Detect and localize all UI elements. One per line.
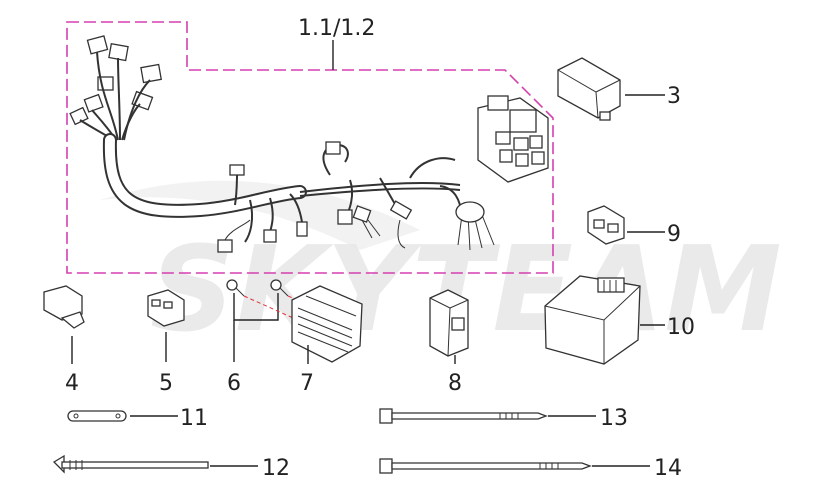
callout-5: 5 <box>159 371 173 396</box>
watermark-swoosh <box>100 180 420 250</box>
part-11-strap <box>67 410 127 422</box>
callout-10: 10 <box>667 315 695 340</box>
callout-9: 9 <box>667 222 681 247</box>
callout-13: 13 <box>600 406 628 431</box>
fuse-box <box>477 95 549 183</box>
part-4-connector <box>43 285 85 329</box>
part-7-regulator <box>291 285 363 363</box>
part-5-connector <box>147 289 185 327</box>
callout-14: 14 <box>654 456 682 481</box>
leader-6-bracket <box>233 293 279 321</box>
callout-4: 4 <box>65 371 79 396</box>
callout-7: 7 <box>300 371 314 396</box>
part-9-connector <box>587 205 625 245</box>
callout-12: 12 <box>262 456 290 481</box>
part-10-ecu <box>544 275 641 365</box>
part-3-relay <box>557 57 621 121</box>
group-label: 1.1/1.2 <box>298 16 375 41</box>
harness-group-outline <box>66 21 554 274</box>
part-8-relay <box>429 289 469 357</box>
callout-11: 11 <box>180 406 208 431</box>
part-14-cable-tie <box>379 458 592 474</box>
part-12-cable-tie <box>52 454 209 474</box>
wire-harness <box>69 35 549 253</box>
callout-8: 8 <box>448 371 462 396</box>
callout-3: 3 <box>667 84 681 109</box>
callout-6: 6 <box>227 371 241 396</box>
part-6-bolts <box>226 279 289 297</box>
part-13-cable-tie <box>379 408 548 424</box>
